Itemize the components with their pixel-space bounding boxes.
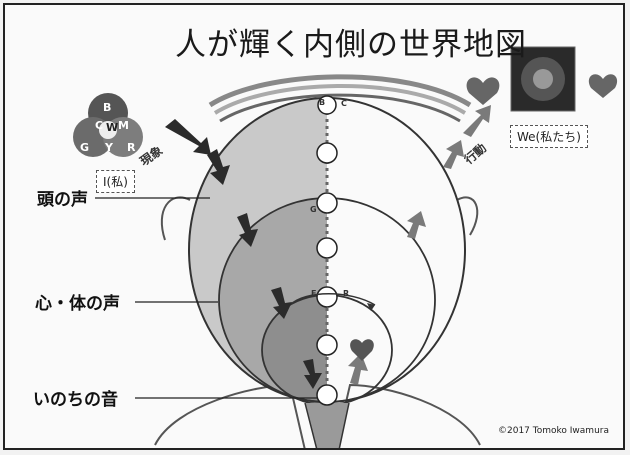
right-shoulder <box>334 383 481 448</box>
chakra-circle <box>316 334 338 356</box>
chakra-circle <box>316 192 338 214</box>
heart-icon <box>588 74 618 98</box>
action-arrows <box>348 105 491 385</box>
top-arc-2 <box>213 84 467 115</box>
venn-letter-r: R <box>127 141 136 154</box>
venn-letter-g: G <box>80 141 90 154</box>
right-ear <box>456 196 479 236</box>
phenomenon-arrows <box>165 119 322 389</box>
venn-letter-w: W <box>106 121 119 134</box>
arrow-up-2 <box>407 211 426 239</box>
arrow-down-4 <box>271 287 292 319</box>
venn-letter-b: B <box>103 101 112 114</box>
heart-arc-arrowhead <box>367 303 375 311</box>
inner-world-map-illustration <box>73 46 618 448</box>
chakra-circle <box>316 142 338 164</box>
heart-icon <box>466 77 500 105</box>
we-photo-core <box>533 69 553 89</box>
arrow-up-4 <box>463 105 491 137</box>
arrow-down-1 <box>165 119 211 155</box>
page-title: 人が輝く内側の世界地図 <box>175 27 527 63</box>
chakra-circle <box>316 286 338 308</box>
arrow-down-5 <box>303 359 322 389</box>
chakra-circle <box>317 95 337 115</box>
left-ear <box>160 196 191 241</box>
copyright-notice: ©2017 Tomoko Iwamura <box>498 426 609 436</box>
life-sound-label: いのちの音 <box>33 390 118 410</box>
venn-letter-m: M <box>118 119 129 132</box>
diagram-frame: 人が輝く内側の世界地図 B C W M G Y R B C G F R I(私)… <box>3 3 625 450</box>
heart-arc <box>289 293 376 306</box>
spine-letter-c: C <box>341 99 347 108</box>
neck <box>304 402 350 448</box>
venn-letter-y: Y <box>105 141 113 154</box>
heart-body-voice-label: 心・体の声 <box>35 294 120 314</box>
venn-letter-c: C <box>95 119 104 132</box>
chakra-circle <box>316 237 338 259</box>
top-arc-3 <box>219 93 461 123</box>
spine-letter-f: F <box>311 289 317 298</box>
head-voice-label: 頭の声 <box>37 190 88 210</box>
arrow-up-3 <box>443 140 464 169</box>
venn-center <box>99 121 117 139</box>
spine-letter-b: B <box>319 98 326 107</box>
arrow-down-3 <box>237 213 258 247</box>
top-arc-1 <box>208 74 472 108</box>
spine-letter-g: G <box>310 205 317 214</box>
heart-icon <box>350 339 374 361</box>
arrow-up-1 <box>348 353 368 385</box>
chakra-circle <box>316 384 338 406</box>
arrow-down-2 <box>207 149 230 185</box>
i-self-box: I(私) <box>96 170 135 193</box>
we-us-box: We(私たち) <box>510 125 588 148</box>
spine-letter-r: R <box>343 289 350 298</box>
